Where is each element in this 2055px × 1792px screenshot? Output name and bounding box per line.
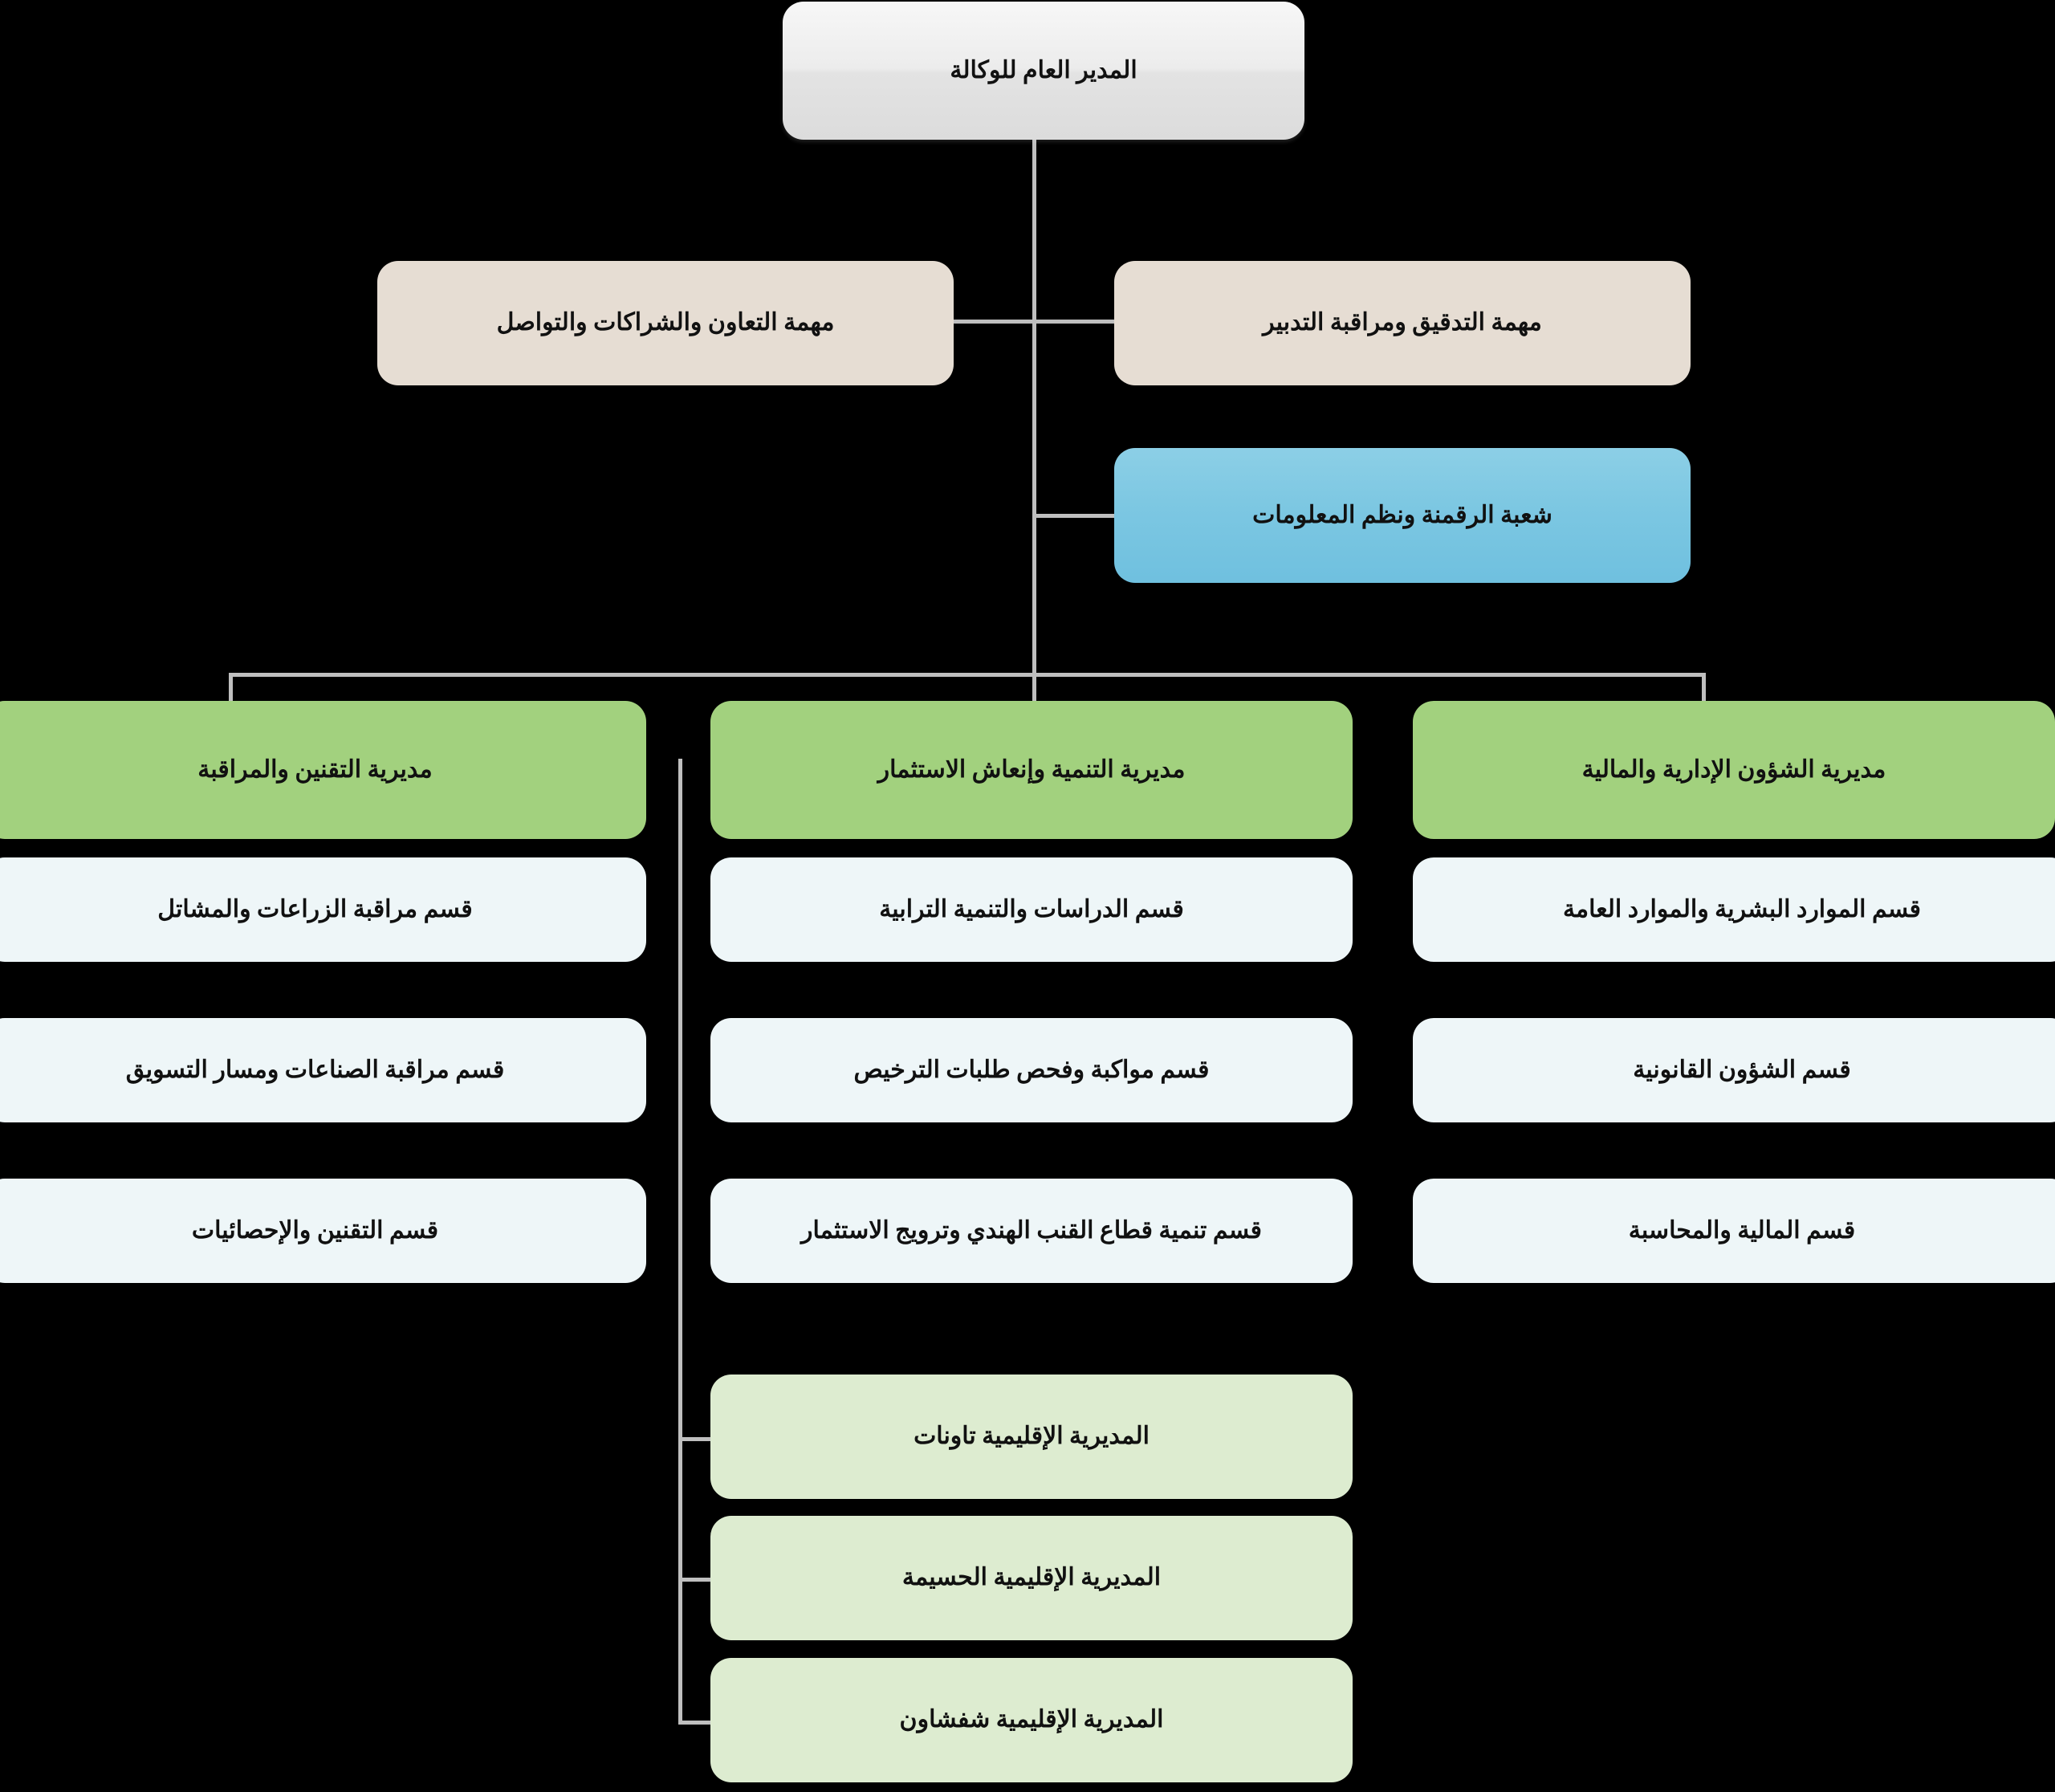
- node-label: قسم الموارد البشرية والموارد العامة: [1562, 895, 1922, 922]
- node-label: مهمة التعاون والشراكات والتواصل: [496, 309, 835, 336]
- connector-unit-stub: [1032, 514, 1114, 518]
- node-department-cannabis-sector-investment[interactable]: قسم تنمية قطاع القنب الهندي وترويج الاست…: [710, 1179, 1353, 1283]
- node-directorate-administrative-financial[interactable]: مديرية الشؤون الإدارية والمالية: [1413, 701, 2055, 839]
- node-label: المدير العام للوكالة: [950, 56, 1137, 83]
- node-label: مديرية التقنين والمراقبة: [197, 755, 433, 783]
- connector-regional-stub-3: [678, 1721, 726, 1725]
- node-label: مديرية التنمية وإنعاش الاستثمار: [877, 755, 1186, 783]
- node-directorate-regulation-control[interactable]: مديرية التقنين والمراقبة: [0, 701, 646, 839]
- connector-directorate-drop-middle: [1032, 673, 1036, 703]
- connector-regional-stub-2: [678, 1578, 726, 1582]
- node-department-human-general-resources[interactable]: قسم الموارد البشرية والموارد العامة: [1413, 857, 2055, 962]
- node-unit-digitalization[interactable]: شعبة الرقمنة ونظم المعلومات: [1114, 448, 1691, 583]
- connector-directorates-bus: [229, 673, 1706, 677]
- node-directorate-development-investment[interactable]: مديرية التنمية وإنعاش الاستثمار: [710, 701, 1353, 839]
- node-department-legal-affairs[interactable]: قسم الشؤون القانونية: [1413, 1018, 2055, 1122]
- connector-missions-bar: [952, 320, 1114, 324]
- node-label: قسم مراقبة الزراعات والمشاتل: [157, 895, 473, 922]
- connector-regional-stub-1: [678, 1437, 726, 1441]
- node-department-regulation-statistics[interactable]: قسم التقنين والإحصائيات: [0, 1179, 646, 1283]
- node-label: المديرية الإقليمية شفشاون: [899, 1706, 1164, 1733]
- node-department-finance-accounting[interactable]: قسم المالية والمحاسبة: [1413, 1179, 2055, 1283]
- node-label: قسم مراقبة الصناعات ومسار التسويق: [125, 1056, 505, 1083]
- connector-directorate-drop-left: [229, 673, 233, 703]
- node-label: المديرية الإقليمية تاونات: [914, 1423, 1150, 1450]
- node-label: قسم مواكبة وفحص طلبات الترخيص: [853, 1056, 1210, 1083]
- node-regional-directorate-chefchaouen[interactable]: المديرية الإقليمية شفشاون: [710, 1658, 1353, 1782]
- node-regional-directorate-alhoceima[interactable]: المديرية الإقليمية الحسيمة: [710, 1516, 1353, 1640]
- node-label: المديرية الإقليمية الحسيمة: [901, 1564, 1162, 1591]
- node-label: قسم المالية والمحاسبة: [1628, 1216, 1856, 1244]
- node-label: قسم تنمية قطاع القنب الهندي وترويج الاست…: [801, 1216, 1262, 1244]
- node-director-general[interactable]: المدير العام للوكالة: [783, 2, 1304, 140]
- node-label: قسم التقنين والإحصائيات: [191, 1216, 439, 1244]
- connector-root-spine: [1032, 138, 1036, 674]
- node-department-crop-nursery-control[interactable]: قسم مراقبة الزراعات والمشاتل: [0, 857, 646, 962]
- connector-directorate-drop-right: [1702, 673, 1706, 703]
- node-label: شعبة الرقمنة ونظم المعلومات: [1252, 501, 1552, 528]
- node-mission-cooperation[interactable]: مهمة التعاون والشراكات والتواصل: [377, 261, 954, 385]
- node-label: قسم الشؤون القانونية: [1633, 1056, 1851, 1083]
- node-mission-audit[interactable]: مهمة التدقيق ومراقبة التدبير: [1114, 261, 1691, 385]
- connector-regional-spine: [678, 759, 682, 1722]
- node-label: قسم الدراسات والتنمية الترابية: [879, 895, 1184, 922]
- node-label: مديرية الشؤون الإدارية والمالية: [1581, 755, 1886, 783]
- node-department-industry-marketing-control[interactable]: قسم مراقبة الصناعات ومسار التسويق: [0, 1018, 646, 1122]
- node-department-studies-territorial-development[interactable]: قسم الدراسات والتنمية الترابية: [710, 857, 1353, 962]
- node-label: مهمة التدقيق ومراقبة التدبير: [1263, 309, 1542, 336]
- node-regional-directorate-taounate[interactable]: المديرية الإقليمية تاونات: [710, 1375, 1353, 1499]
- node-department-license-applications[interactable]: قسم مواكبة وفحص طلبات الترخيص: [710, 1018, 1353, 1122]
